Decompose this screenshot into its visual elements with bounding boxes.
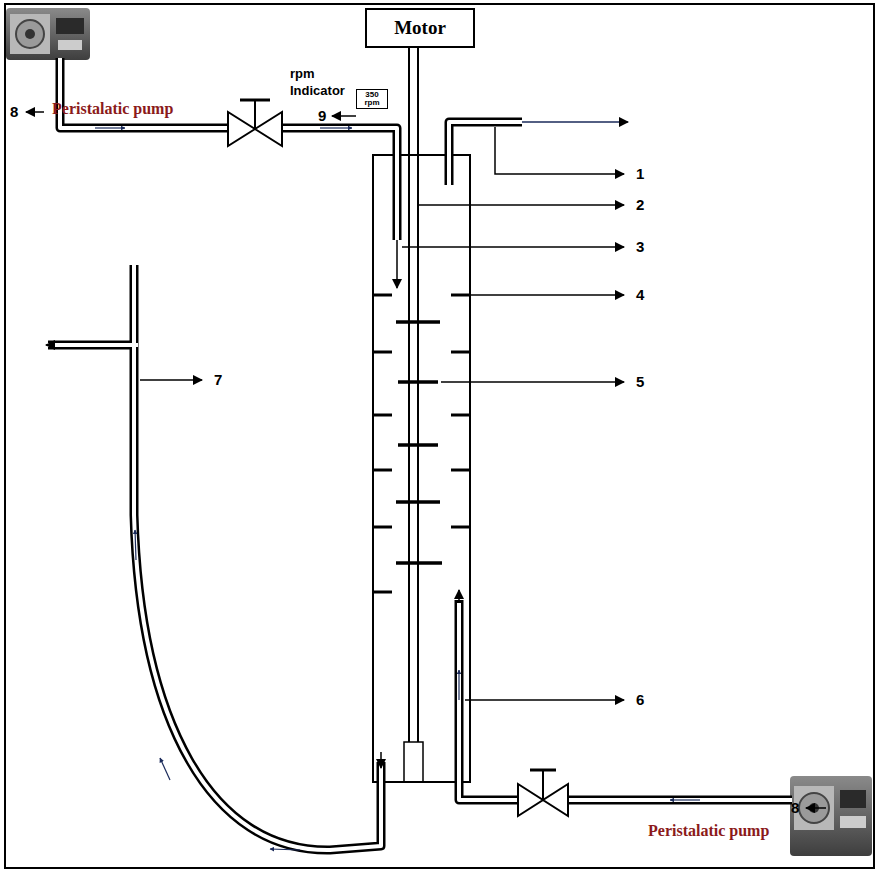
stator-rings <box>373 295 470 592</box>
valve-symbol <box>518 770 568 816</box>
callout-number: 9 <box>318 107 326 124</box>
callout-number: 8 <box>10 103 18 120</box>
rpm-display: 350 rpm <box>356 89 388 110</box>
flow-arrows <box>46 122 628 768</box>
indicator-label: rpm Indicator <box>290 66 354 100</box>
pump-picture <box>790 776 872 856</box>
pump-picture <box>6 8 90 60</box>
callout-number: 2 <box>636 196 644 213</box>
leader-line <box>26 112 826 808</box>
valve-symbol <box>228 100 282 146</box>
callout-number: 8 <box>791 799 799 816</box>
callout-number: 6 <box>636 691 644 708</box>
callout-number: 1 <box>636 165 644 182</box>
node-text: Motor <box>394 17 446 39</box>
flow-arrows <box>95 128 700 850</box>
callout-number: 7 <box>214 371 222 388</box>
node-text: 350 rpm <box>359 91 385 108</box>
pump-label: Peristalatic pump <box>648 822 769 840</box>
frame <box>5 4 874 868</box>
rotor-discs <box>396 322 442 563</box>
motor-box: Motor <box>365 8 475 48</box>
callout-number: 3 <box>636 238 644 255</box>
tubing <box>48 58 792 850</box>
callout-number: 4 <box>636 286 644 303</box>
pump-label: Peristalatic pump <box>52 100 173 118</box>
callout-number: 5 <box>636 373 644 390</box>
